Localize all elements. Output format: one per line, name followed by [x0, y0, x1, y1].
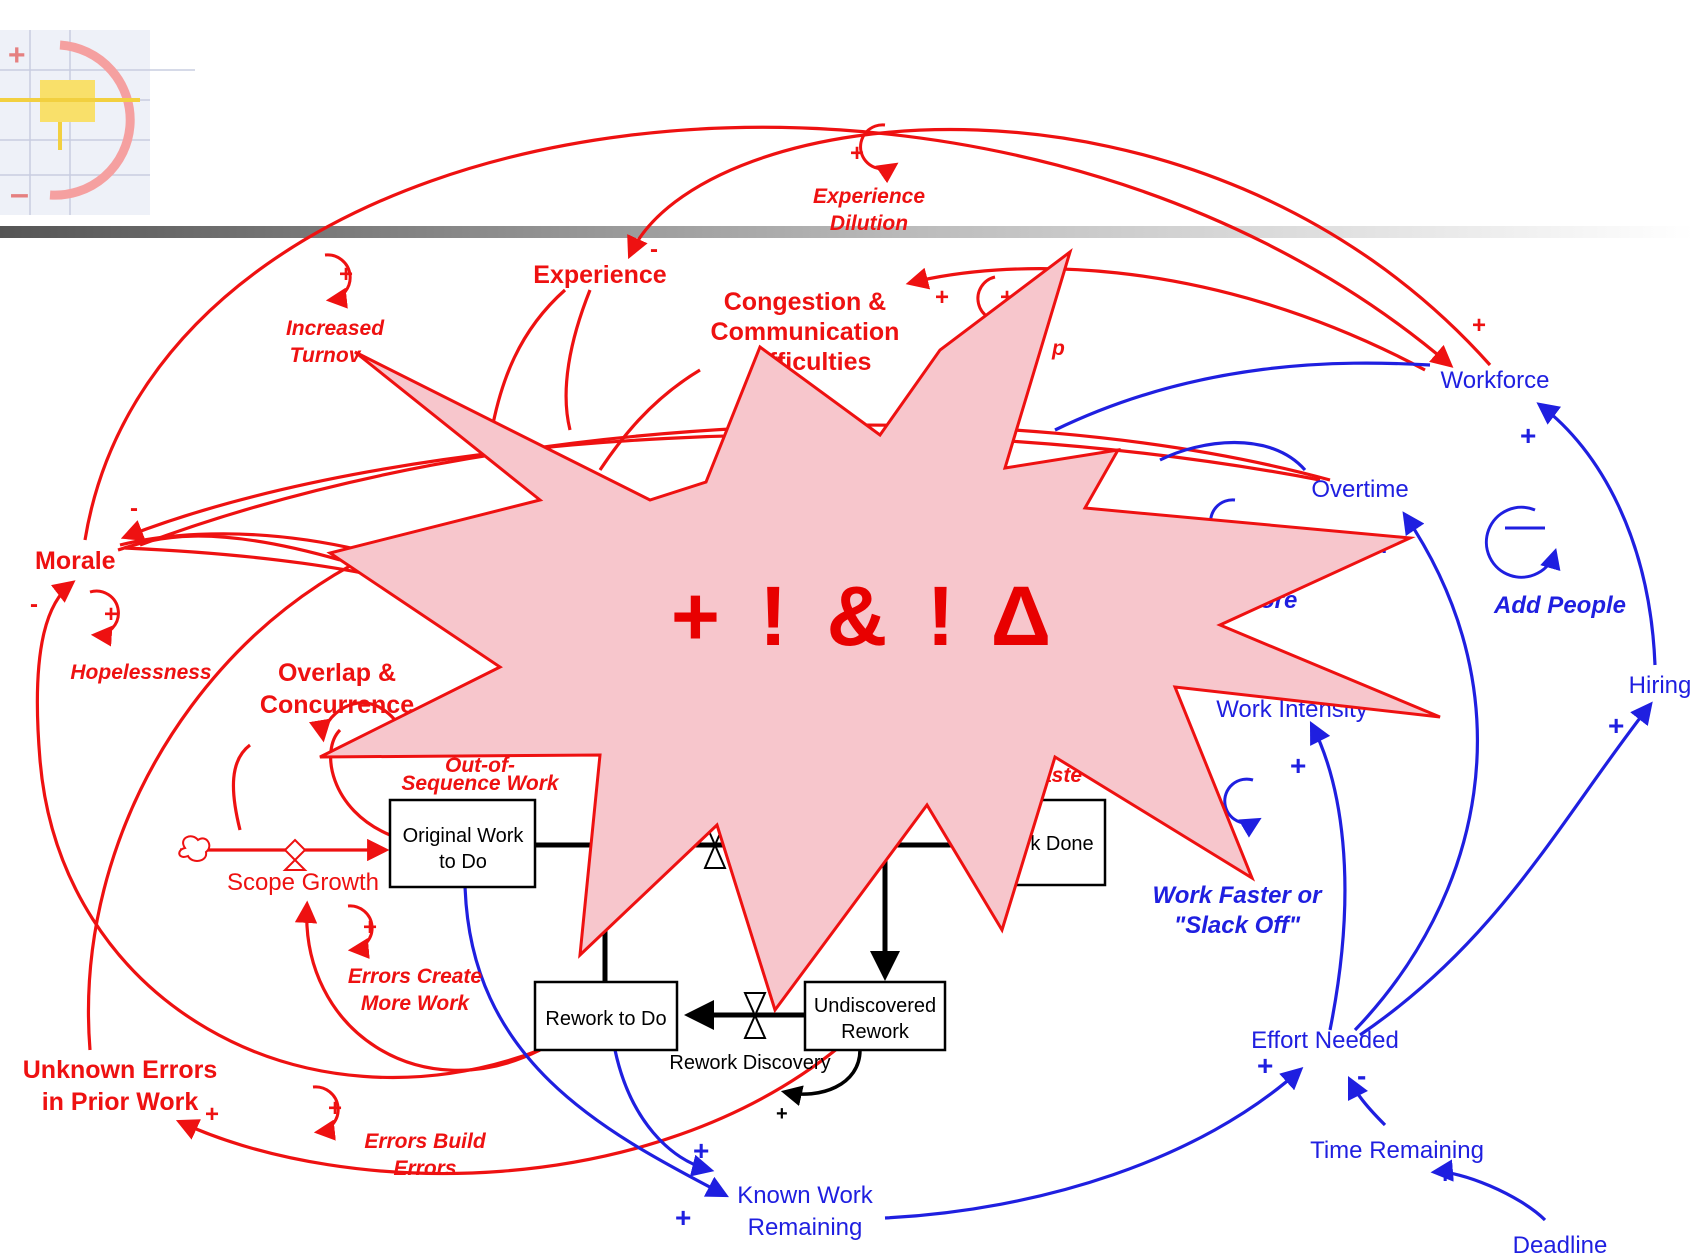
link-effort-hiring [1359, 701, 1653, 1037]
loop-polarity: + [328, 1095, 342, 1122]
var-experience: Experience [533, 261, 667, 289]
link-morale-workforce [83, 125, 1454, 541]
loop-experience-dilution-line2: Dilution [830, 212, 908, 235]
link-hiring-workforce [1536, 402, 1657, 666]
var-hiring: Hiring [1629, 672, 1692, 699]
stock-original-work [388, 798, 537, 889]
stock-undiscovered-line2: Rework [841, 1021, 910, 1043]
logo-icon: + – [0, 30, 195, 215]
var-deadline: Deadline [1513, 1232, 1608, 1253]
link-overlap [309, 701, 397, 743]
var-known-work-line1: Known Work [737, 1182, 874, 1209]
var-effort-needed: Effort Needed [1251, 1027, 1399, 1054]
polarity: + [935, 284, 949, 311]
link-time-effort [1347, 1075, 1387, 1127]
stock-undiscovered-rework [803, 980, 947, 1052]
link-overtime-workforce [1054, 361, 1431, 432]
starburst-text: + ! & ! Δ [671, 569, 1059, 663]
svg-text:–: – [10, 175, 29, 213]
stock-rework-to-do-label: Rework to Do [545, 1008, 666, 1030]
flow-scope-growth: Scope Growth [227, 869, 379, 896]
loop-errors-create-line1: Errors Create [348, 965, 483, 988]
polarity: + [205, 1101, 219, 1128]
loop-polarity: + [363, 914, 377, 941]
polarity: + [1437, 1158, 1453, 1189]
stock-undiscovered-line1: Undiscovered [814, 995, 936, 1017]
loop-hopelessness: Hopelessness [70, 661, 211, 684]
link-overtime-morale [120, 433, 1321, 541]
var-overtime: Overtime [1311, 476, 1408, 503]
polarity: + [776, 1103, 788, 1125]
polarity: - [30, 591, 38, 618]
loop-out-of-sequence-line3: Sequence Work [401, 772, 559, 795]
var-overlap-line1: Overlap & [278, 659, 396, 687]
loop-polarity: + [339, 261, 353, 288]
loop-polarity: + [104, 601, 118, 628]
var-time-remaining: Time Remaining [1310, 1137, 1484, 1164]
loop-work-faster-line2: "Slack Off" [1174, 912, 1301, 939]
polarity: + [1472, 312, 1486, 339]
polarity: + [1290, 750, 1306, 781]
link-original-known [463, 884, 729, 1198]
flow-rework-discovery: Rework Discovery [669, 1052, 830, 1074]
loop-increased-turnover-line2: Turnov [290, 344, 362, 367]
stock-original-work-line1: Original Work [403, 825, 525, 847]
loop-symbols-red [89, 123, 1010, 1141]
title-divider-bar [0, 226, 1694, 238]
var-unknown-errors-line2: in Prior Work [42, 1088, 199, 1116]
polarity: + [675, 1202, 691, 1233]
polarity: + [1608, 710, 1624, 741]
svg-text:+: + [8, 39, 26, 72]
starburst-overlay: + ! & ! Δ [319, 248, 1441, 1014]
var-morale: Morale [35, 547, 116, 575]
var-congestion-line2: Communication [711, 318, 900, 346]
link-workforce-experience [627, 127, 1492, 367]
var-known-work-line2: Remaining [748, 1214, 863, 1241]
starburst-shape [319, 248, 1441, 1014]
loop-errors-create-line2: More Work [361, 992, 470, 1015]
polarity: + [1520, 420, 1536, 451]
var-unknown-errors-line1: Unknown Errors [23, 1056, 217, 1084]
blue-links [463, 361, 1657, 1222]
link-errors-morale [35, 580, 541, 1080]
loop-experience-dilution-line1: Experience [813, 185, 925, 208]
loop-work-faster-line1: Work Faster or [1153, 882, 1324, 909]
link-errors-build [175, 1046, 840, 1176]
link-known-effort [884, 1067, 1304, 1220]
var-workforce: Workforce [1441, 367, 1550, 394]
loop-out-of-sequence-line2: Out-of- [445, 754, 515, 777]
polarity: - [1357, 1060, 1366, 1091]
polarity: - [650, 236, 658, 263]
stock-original-work-line2: to Do [439, 851, 487, 873]
var-overlap-line2: Concurrence [260, 691, 414, 719]
link-deadline-time [1430, 1159, 1547, 1222]
var-congestion-line1: Congestion & [724, 288, 887, 316]
stock-work-done-label: k Done [1030, 833, 1093, 855]
polarity: - [130, 495, 138, 522]
loop-errors-build-line2: Errors [393, 1157, 456, 1180]
polarity: + [1257, 1050, 1273, 1081]
link-effort-overtime [1353, 511, 1479, 1032]
link-rework-known [613, 1049, 715, 1177]
stock-rework-to-do [533, 980, 679, 1052]
loop-add-people: Add People [1493, 592, 1626, 619]
loop-errors-build-line1: Errors Build [364, 1130, 487, 1153]
loop-increased-turnover-line1: Increased [286, 317, 385, 340]
loop-too-many-partial-2: p [1051, 337, 1065, 360]
polarity: + [693, 1135, 709, 1166]
loop-polarity: + [850, 140, 864, 167]
link-effort-intensity [1309, 721, 1347, 1031]
link-workforce-congestion [905, 267, 1426, 372]
